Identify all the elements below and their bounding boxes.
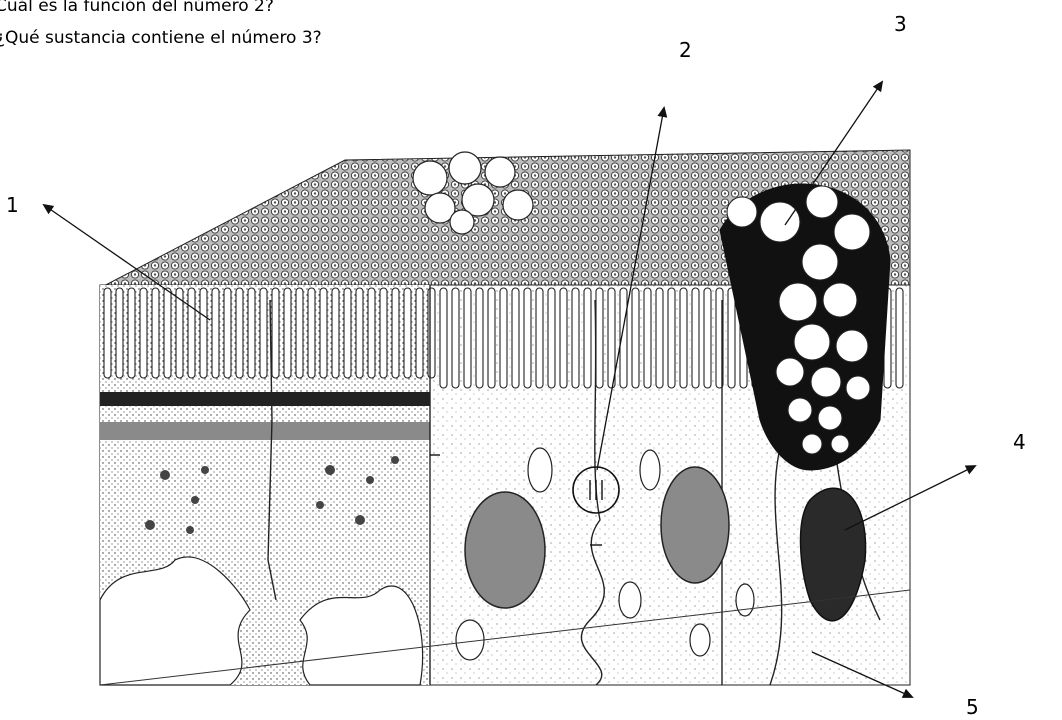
microvillus [128, 288, 135, 378]
microvillus [536, 288, 543, 388]
microvillus [332, 288, 339, 378]
microvillus [608, 288, 615, 388]
microvillus [512, 288, 519, 388]
microvillus [164, 288, 171, 378]
microvillus [224, 288, 231, 378]
microvillus [212, 288, 219, 378]
microvillus [356, 288, 363, 378]
microvillus [452, 288, 459, 388]
microvillus [668, 288, 675, 388]
microvillus [368, 288, 375, 378]
microvillus [152, 288, 159, 378]
microvillus [428, 288, 435, 378]
microvillus [728, 288, 735, 388]
microvillus [104, 288, 111, 378]
microvillus [236, 288, 243, 378]
microvillus [524, 288, 531, 388]
microvillus [404, 288, 411, 378]
microvillus [584, 288, 591, 388]
microvillus [140, 288, 147, 378]
microvillus [116, 288, 123, 378]
microvillus [680, 288, 687, 388]
microvillus [692, 288, 699, 388]
label-1: 1 [6, 193, 19, 217]
microvillus [416, 288, 423, 378]
microvillus [440, 288, 447, 388]
microvillus [284, 288, 291, 378]
microvillus [272, 288, 279, 378]
microvillus [500, 288, 507, 388]
microvillus [176, 288, 183, 378]
microvillus [380, 288, 387, 378]
microvillus [320, 288, 327, 378]
nucleus-2 [661, 467, 729, 583]
microvillus [464, 288, 471, 388]
microvillus [896, 288, 903, 388]
label-4: 4 [1013, 430, 1026, 454]
microvillus [572, 288, 579, 388]
microvillus [704, 288, 711, 388]
microvillus [644, 288, 651, 388]
terminal-band-dark [100, 392, 430, 406]
microvillus [200, 288, 207, 378]
label-3: 3 [894, 12, 907, 36]
label-5: 5 [966, 695, 979, 719]
nucleus-1 [465, 492, 545, 608]
microvillus [548, 288, 555, 388]
microvillus [308, 288, 315, 378]
microvillus [296, 288, 303, 378]
microvillus [188, 288, 195, 378]
terminal-band-gray [100, 422, 430, 440]
microvillus [260, 288, 267, 378]
microvillus [476, 288, 483, 388]
microvillus [596, 288, 603, 388]
microvillus [392, 288, 399, 378]
microvillus [632, 288, 639, 388]
microvillus [344, 288, 351, 378]
microvillus [248, 288, 255, 378]
label-2: 2 [679, 38, 692, 62]
microvillus [656, 288, 663, 388]
microvillus [560, 288, 567, 388]
microvillus [488, 288, 495, 388]
